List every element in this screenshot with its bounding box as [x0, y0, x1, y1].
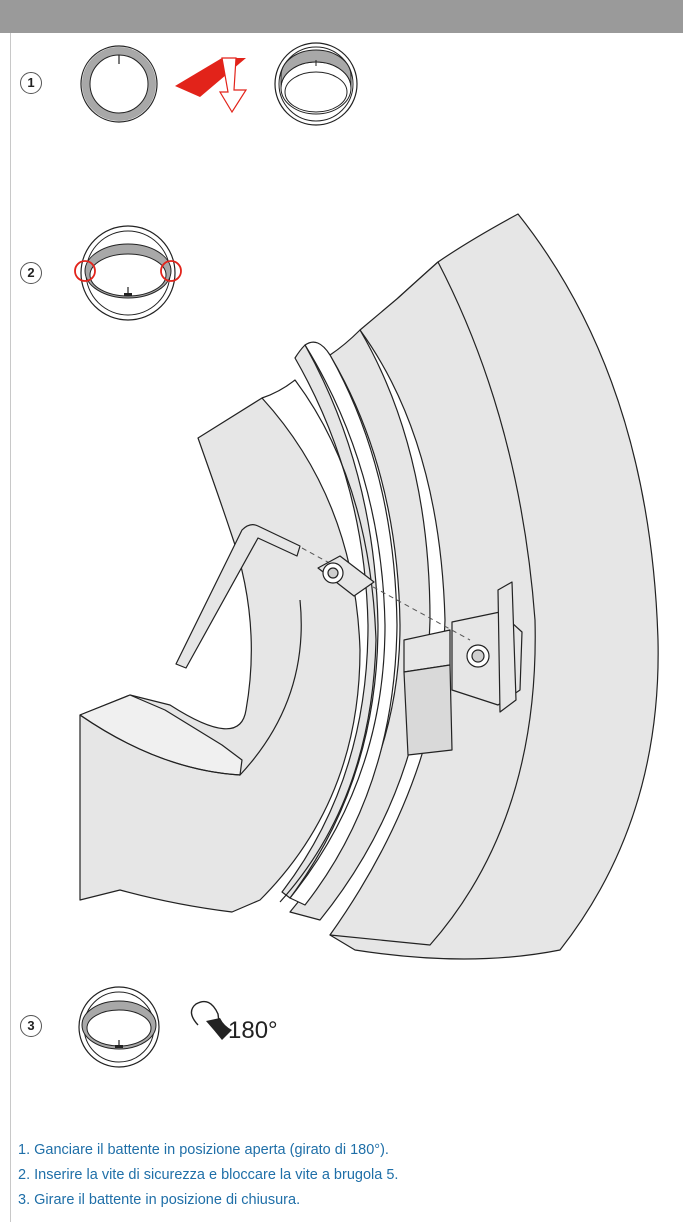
- step-2-damper-icon: [80, 225, 176, 321]
- instruction-list: 1. Ganciare il battente in posizione ape…: [18, 1138, 398, 1213]
- instruction-step-1: 1. Ganciare il battente in posizione ape…: [18, 1142, 389, 1158]
- instruction-step-2: 2. Inserire la vite di sicurezza e blocc…: [18, 1167, 399, 1183]
- step-1-open-damper-icon: [80, 45, 158, 123]
- red-highlight-right-icon: [160, 260, 182, 282]
- header-bar: [0, 0, 683, 33]
- step-2-marker: 2: [20, 262, 42, 284]
- step-3-marker: 3: [20, 1015, 42, 1037]
- damper-housing-illustration: [79, 213, 659, 960]
- rotate-180-icon: [190, 1000, 232, 1040]
- rotation-angle-label: 180°: [228, 1017, 278, 1044]
- red-arrow-icon: [175, 57, 248, 114]
- left-margin-rule: [10, 33, 11, 1222]
- red-highlight-left-icon: [74, 260, 96, 282]
- instruction-step-3: 3. Girare il battente in posizione di ch…: [18, 1192, 301, 1208]
- step-1-rotated-damper-icon: [274, 42, 358, 126]
- step-1-marker: 1: [20, 72, 42, 94]
- step-3-closed-damper-icon: [78, 986, 160, 1068]
